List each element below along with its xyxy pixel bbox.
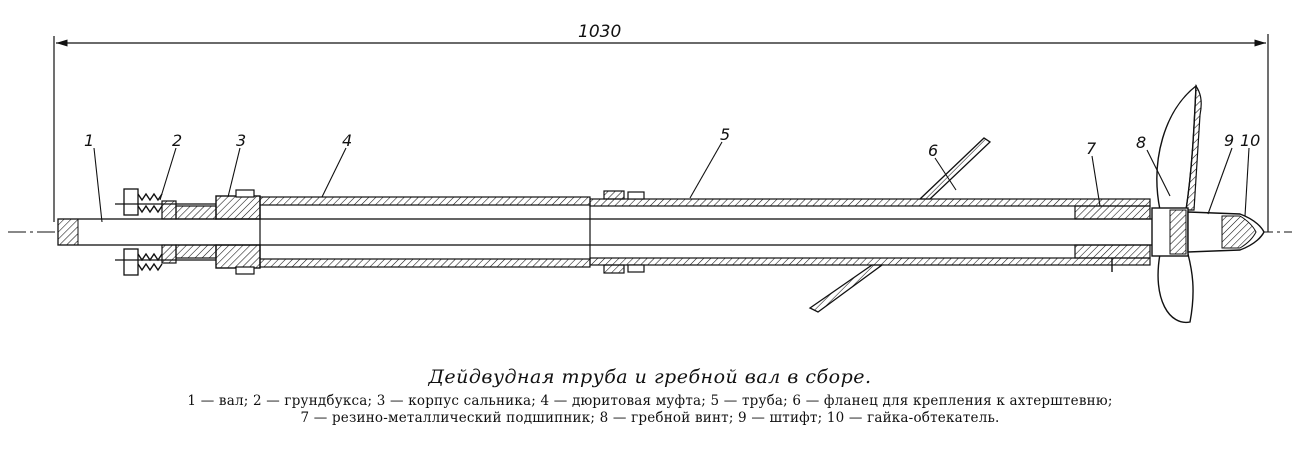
legend-line-2: 7 — резино-металлический подшипник; 8 — … [300, 410, 1000, 426]
bearing [1074, 205, 1151, 272]
part-label-6: 6 [928, 141, 938, 160]
part-label-10: 10 [1240, 131, 1260, 150]
stern-tube-drawing: 1030 [8, 22, 1292, 324]
part-label-3: 3 [236, 131, 246, 150]
gland-body [175, 189, 261, 275]
propeller [1151, 84, 1202, 324]
leader-lines [93, 141, 1250, 223]
part-labels: 1 2 3 4 5 6 7 8 9 10 [84, 125, 1260, 160]
shaft [57, 218, 1169, 246]
part-label-7: 7 [1086, 139, 1097, 158]
legend-line-1: 1 — вал; 2 — грундбукса; 3 — корпус саль… [187, 393, 1113, 409]
dimension-label: 1030 [578, 22, 621, 42]
gland-follower [115, 188, 216, 276]
pin-and-cone-nut [1187, 211, 1265, 253]
figure-title: Дейдвудная труба и гребной вал в сборе. [428, 366, 872, 388]
part-label-5: 5 [720, 125, 730, 144]
dimension-line: 1030 [53, 22, 1269, 232]
part-label-8: 8 [1136, 133, 1146, 152]
stern-tube [589, 190, 1151, 274]
part-label-1: 1 [84, 131, 94, 150]
part-label-4: 4 [342, 131, 352, 150]
part-label-9: 9 [1224, 131, 1234, 150]
mounting-flange [808, 137, 992, 313]
part-label-2: 2 [172, 131, 182, 150]
